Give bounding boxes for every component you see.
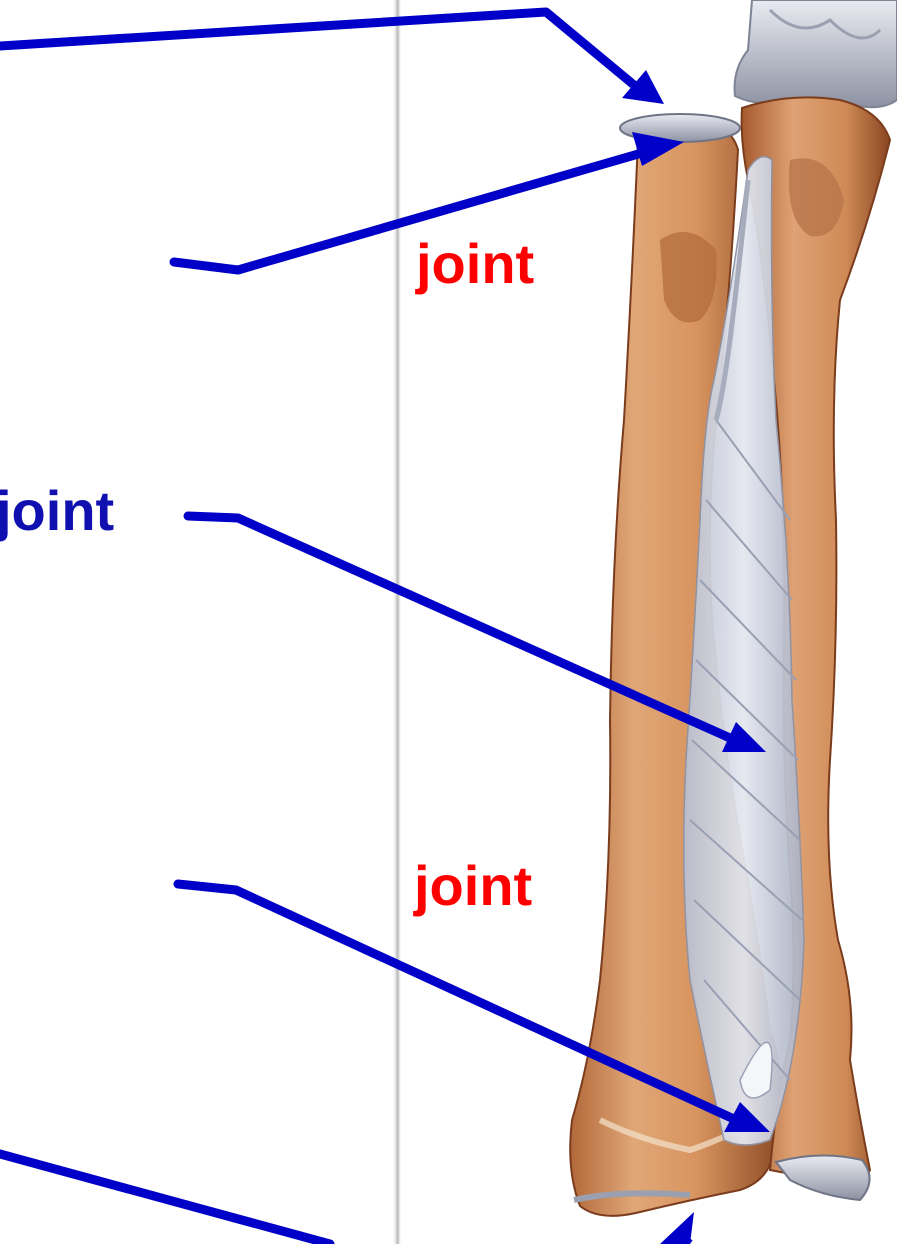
- joint-label-1: joint: [416, 236, 534, 292]
- joint-label-2: joint: [0, 483, 114, 539]
- humerus-end: [735, 0, 897, 107]
- arrow-2: [174, 150, 652, 270]
- joint-label-3: joint: [414, 858, 532, 914]
- arrow-1: [0, 12, 640, 90]
- arrow-5: [0, 1154, 330, 1244]
